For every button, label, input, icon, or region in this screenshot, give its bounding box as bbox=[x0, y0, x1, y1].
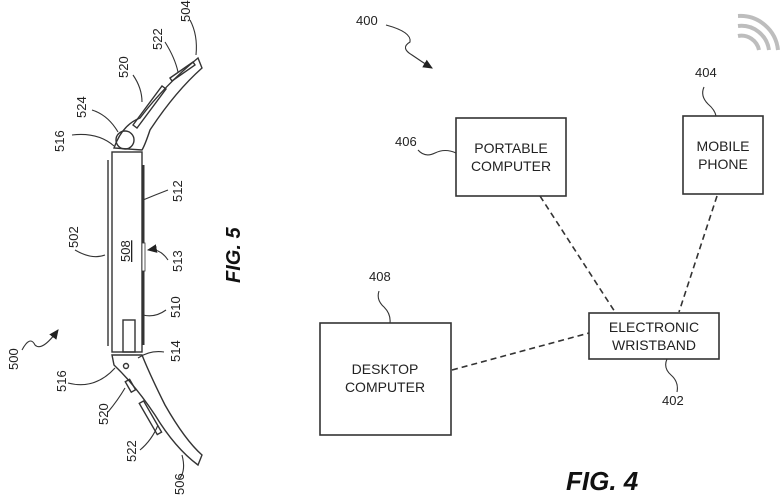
leader-516-top bbox=[71, 133, 115, 147]
portable-computer-line1: PORTABLE bbox=[474, 140, 547, 156]
indicator-window bbox=[141, 242, 146, 272]
leader-522-top bbox=[164, 41, 179, 73]
hinge-pin-top bbox=[115, 130, 135, 150]
band-top bbox=[113, 56, 203, 151]
band-bottom-groove bbox=[138, 399, 163, 436]
link-wristband-portable bbox=[539, 195, 616, 313]
fig5-title: FIG. 5 bbox=[223, 227, 245, 283]
leader-506 bbox=[179, 454, 185, 479]
leader-520-bottom bbox=[107, 387, 126, 413]
desktop-computer-line1: DESKTOP bbox=[352, 361, 419, 377]
desktop-computer-line2: COMPUTER bbox=[345, 379, 425, 395]
electronic-wristband-line2: WRISTBAND bbox=[612, 337, 696, 353]
ref-502: 502 bbox=[66, 226, 81, 248]
leader-408 bbox=[377, 290, 391, 324]
ref-524: 524 bbox=[74, 96, 89, 118]
leader-404 bbox=[702, 86, 717, 117]
electronic-wristband-box bbox=[588, 312, 720, 360]
leader-406 bbox=[417, 149, 457, 156]
fig5-drawing: 504 522 520 524 516 512 502 508 513 510 … bbox=[6, 0, 245, 495]
leader-513 bbox=[146, 244, 169, 261]
leader-402 bbox=[665, 358, 678, 393]
link-wristband-mobile bbox=[678, 195, 718, 313]
ref-520-bottom: 520 bbox=[96, 403, 111, 425]
portable-computer-box bbox=[455, 117, 567, 197]
ref-506: 506 bbox=[172, 473, 187, 495]
desktop-computer-box bbox=[319, 322, 452, 436]
ref-516-top: 516 bbox=[52, 130, 67, 152]
wifi-signal-icon bbox=[737, 13, 780, 51]
hinge-pin-bottom bbox=[122, 362, 130, 370]
leader-520-top bbox=[132, 74, 143, 103]
mobile-phone-box bbox=[682, 115, 764, 195]
ref-522-bottom: 522 bbox=[124, 440, 139, 462]
ref-504: 504 bbox=[178, 0, 193, 22]
leader-522-bottom bbox=[139, 424, 159, 451]
ref-406: 406 bbox=[395, 134, 417, 149]
ref-508: 508 bbox=[118, 240, 133, 262]
leader-514 bbox=[137, 351, 165, 359]
ref-400: 400 bbox=[356, 13, 378, 28]
latch-block bbox=[122, 319, 136, 353]
fig4-drawing: 400 PORTABLE COMPUTER 406 MOBILE PHONE 4… bbox=[319, 13, 764, 496]
leader-512 bbox=[142, 189, 169, 201]
leader-502 bbox=[74, 249, 106, 258]
link-wristband-desktop bbox=[451, 332, 590, 371]
ref-402: 402 bbox=[662, 393, 684, 408]
ref-510: 510 bbox=[168, 296, 183, 318]
ref-512: 512 bbox=[170, 180, 185, 202]
leader-516-bottom bbox=[67, 367, 116, 386]
ref-522-top: 522 bbox=[150, 28, 165, 50]
leader-500 bbox=[21, 329, 59, 351]
leader-400 bbox=[385, 24, 433, 69]
ref-514: 514 bbox=[168, 340, 183, 362]
band-bottom bbox=[111, 354, 203, 467]
ref-516-bottom: 516 bbox=[54, 370, 69, 392]
band-top-groove bbox=[169, 61, 196, 82]
leader-510 bbox=[142, 309, 167, 317]
ref-513: 513 bbox=[170, 250, 185, 272]
fig4-title: FIG. 4 bbox=[566, 466, 639, 496]
electronic-wristband-line1: ELECTRONIC bbox=[609, 319, 699, 335]
band-top-slot bbox=[132, 85, 167, 129]
band-bottom-slot bbox=[124, 378, 137, 394]
ref-500: 500 bbox=[6, 348, 21, 370]
ref-408: 408 bbox=[369, 269, 391, 284]
leader-504 bbox=[189, 19, 197, 56]
mobile-phone-line1: MOBILE bbox=[697, 138, 750, 154]
portable-computer-line2: COMPUTER bbox=[471, 158, 551, 174]
ref-404: 404 bbox=[695, 65, 717, 80]
mobile-phone-line2: PHONE bbox=[698, 156, 748, 172]
ref-520-top: 520 bbox=[116, 56, 131, 78]
leader-524 bbox=[91, 109, 119, 133]
